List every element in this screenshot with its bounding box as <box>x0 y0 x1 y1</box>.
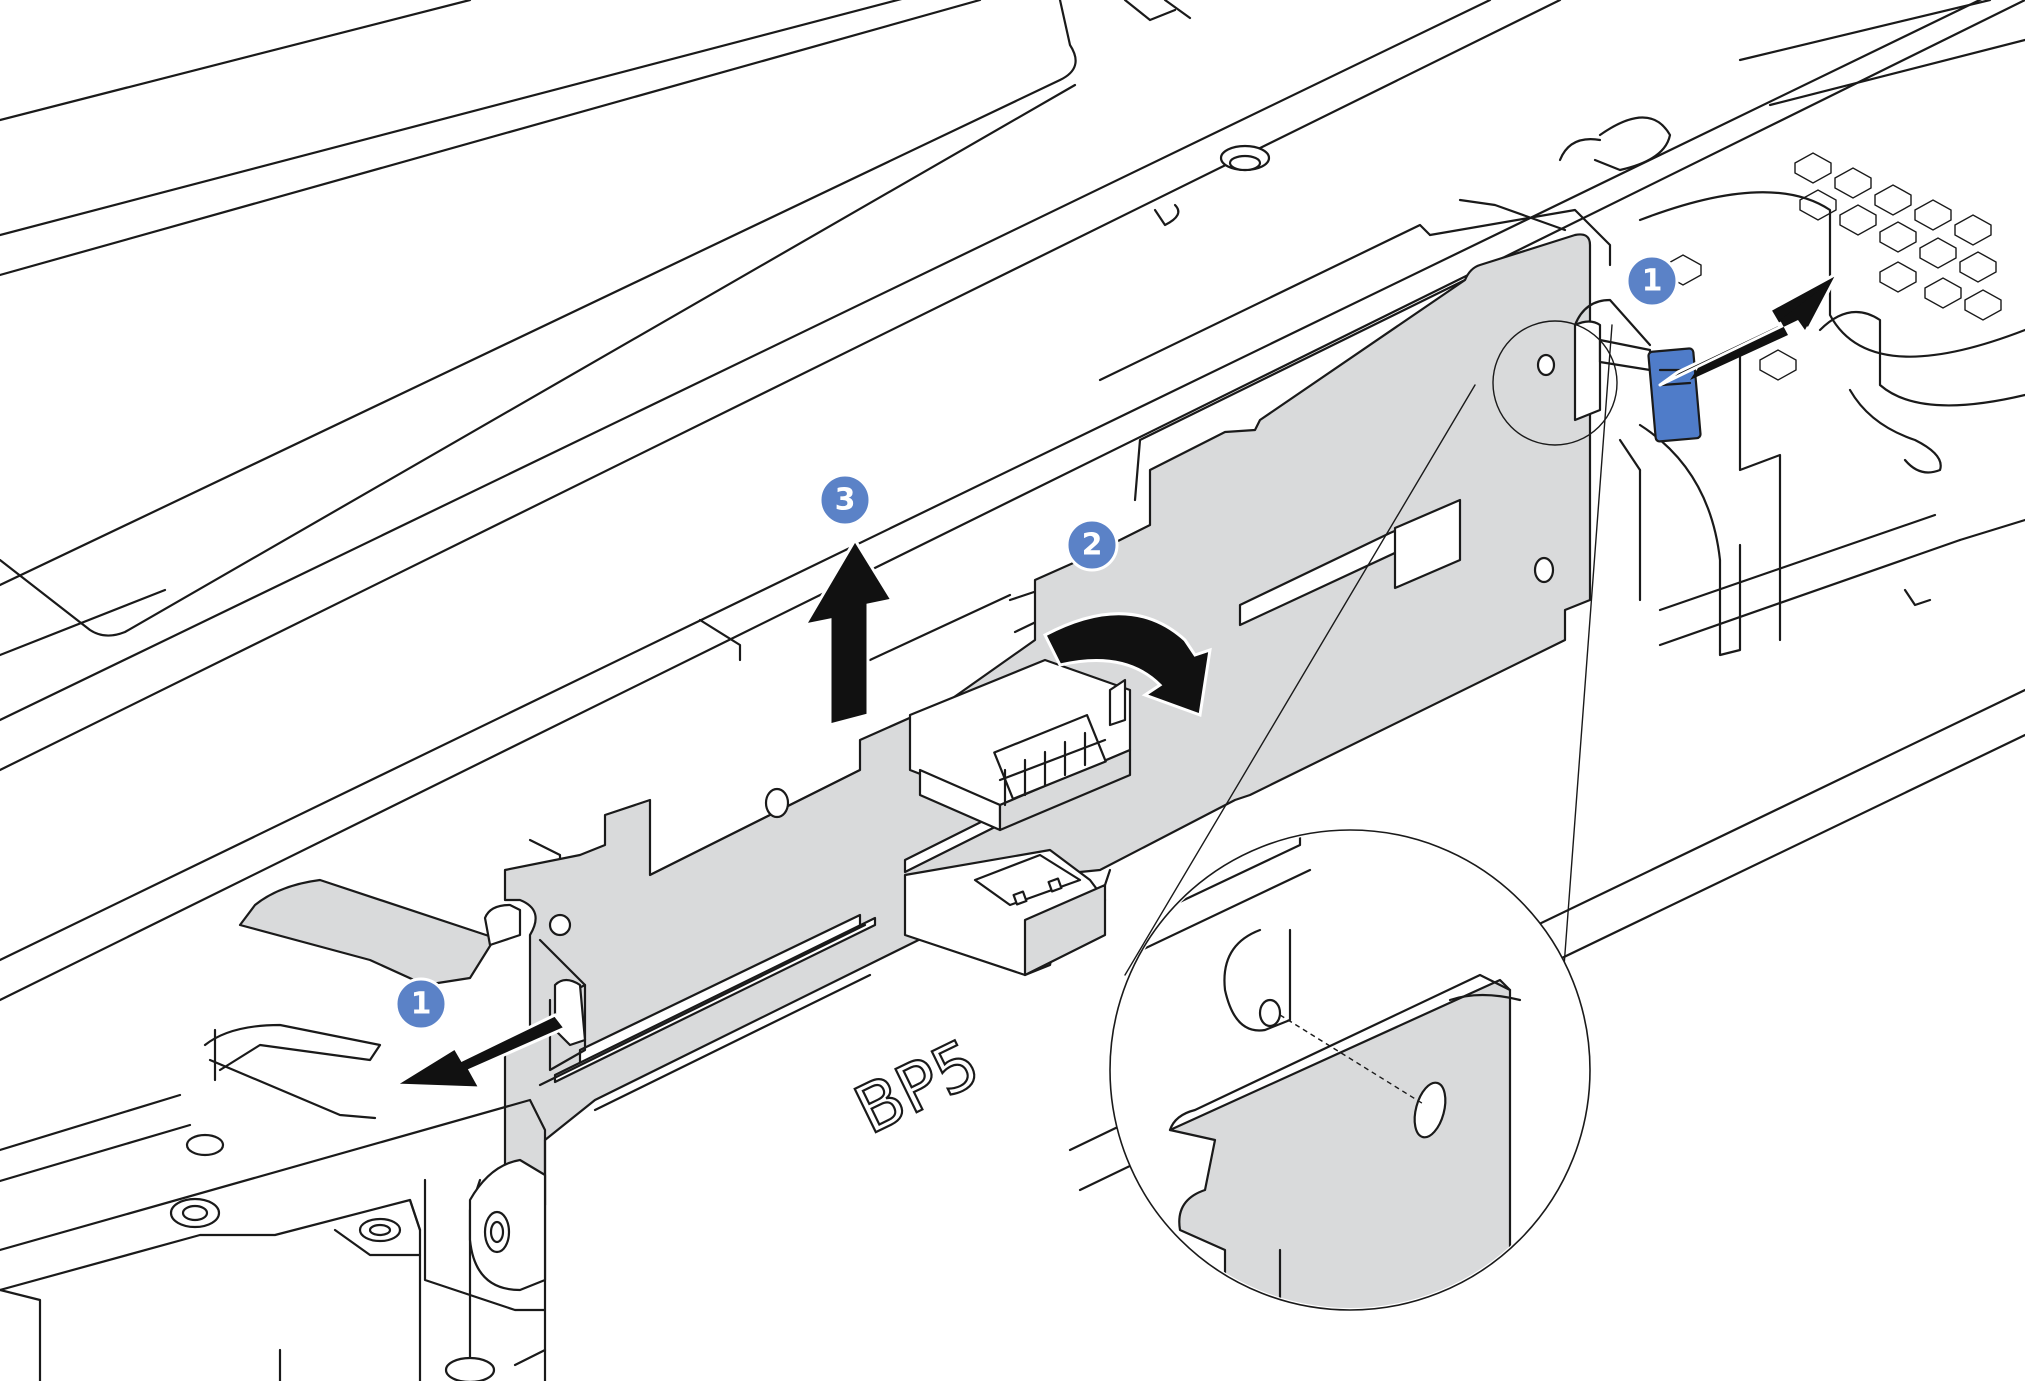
power-connector <box>908 658 1132 832</box>
arrow-lift-up <box>802 537 895 727</box>
callout-1-top-right: 1 <box>1625 254 1679 308</box>
callout-2: 2 <box>1065 518 1119 572</box>
lower-left-drive-cage <box>0 1023 547 1381</box>
arrow-latch-out-top <box>1658 271 1840 387</box>
arrow-latch-out-bottom <box>389 1013 568 1090</box>
zoom-detail <box>1109 320 1618 1311</box>
chassis-frame <box>0 0 2025 1192</box>
bp5-label: BP5 <box>842 1023 992 1150</box>
callout-1-bottom-left: 1 <box>394 977 448 1031</box>
callout-label: 2 <box>1082 528 1103 563</box>
callout-3: 3 <box>818 473 872 527</box>
right-drive-cage <box>1558 0 2025 657</box>
callout-label: 1 <box>411 987 432 1022</box>
callout-label: 3 <box>835 483 856 518</box>
backplane-label-text: BP5 <box>843 1024 991 1149</box>
callout-label: 1 <box>1642 264 1663 299</box>
blue-release-tab[interactable] <box>1647 347 1702 443</box>
signal-connector <box>903 848 1112 977</box>
arrow-rotate <box>1043 612 1212 718</box>
